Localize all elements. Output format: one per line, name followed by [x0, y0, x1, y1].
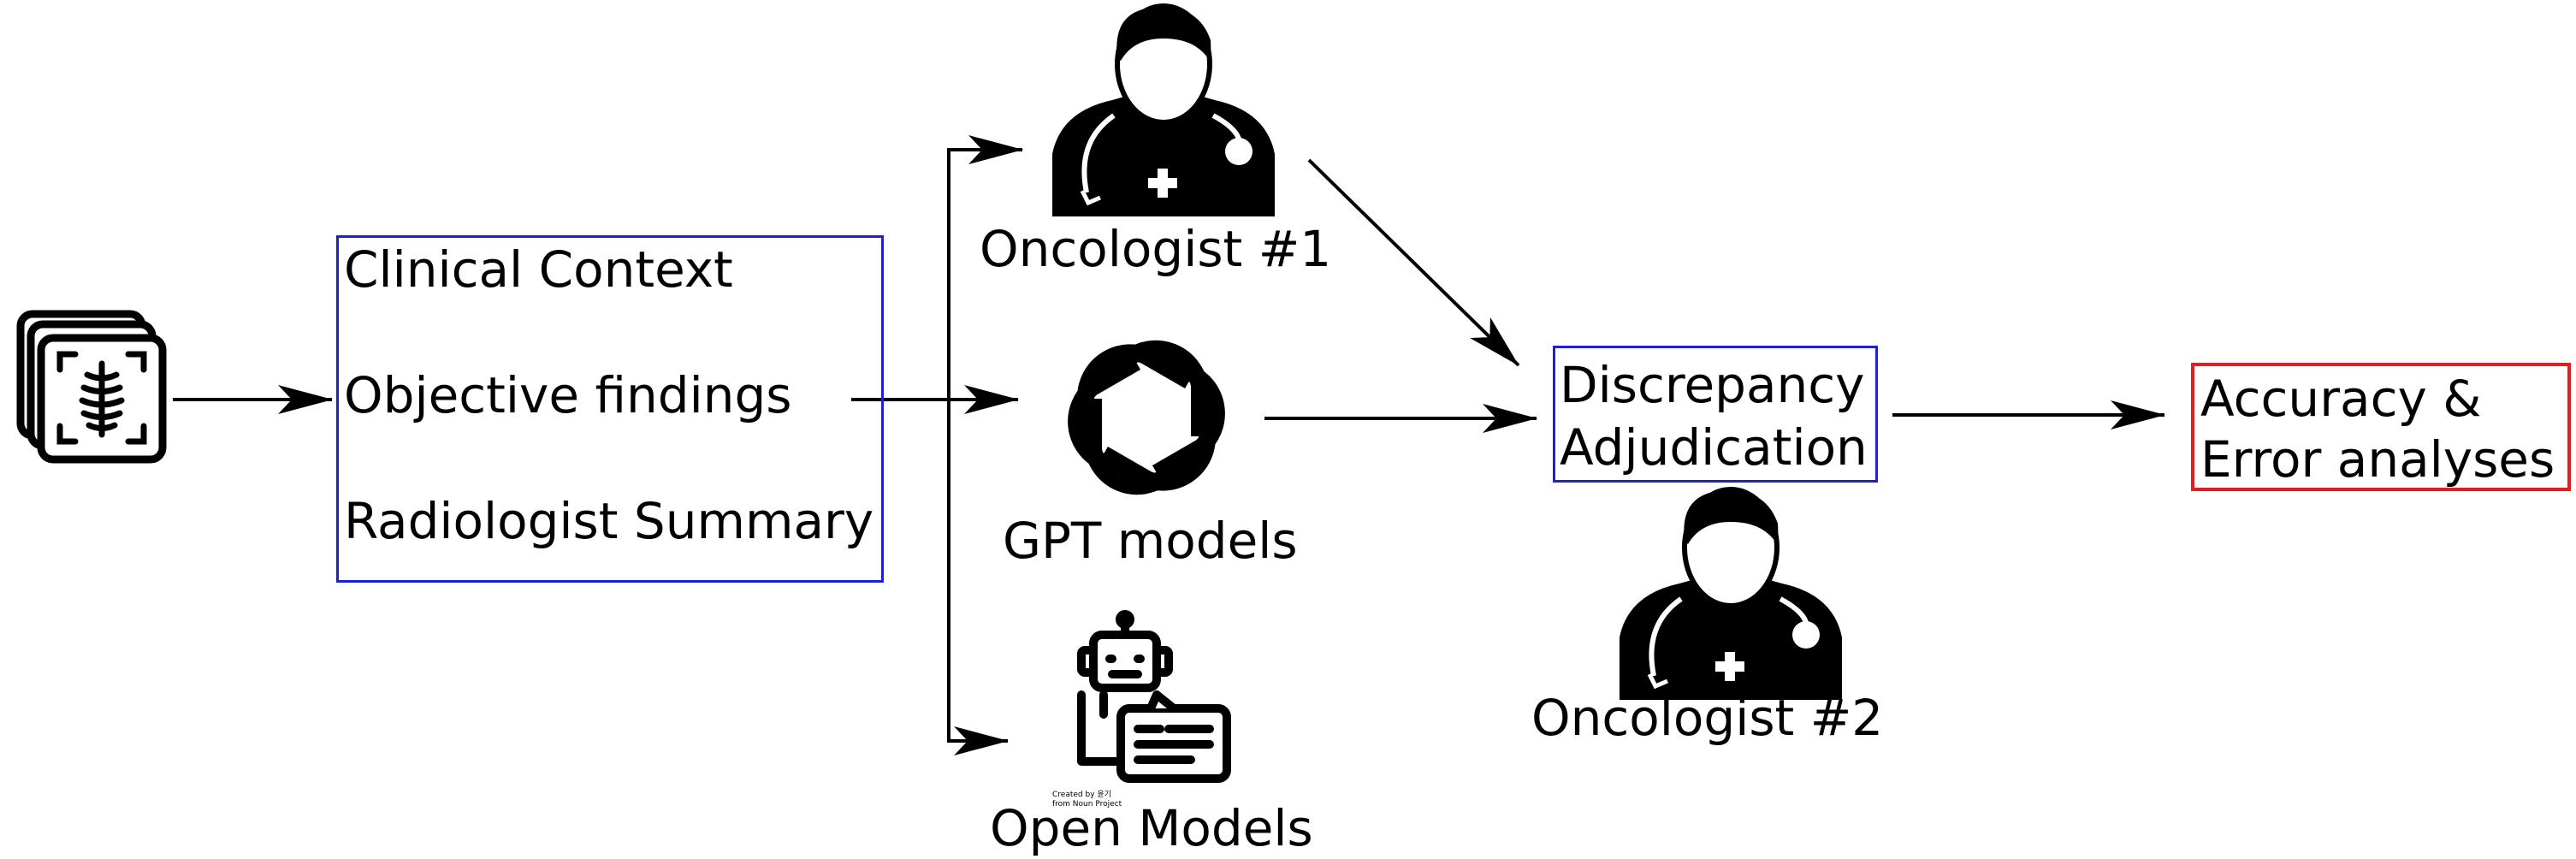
clinical-input-box	[336, 235, 884, 583]
input-line-radiologist-summary: Radiologist Summary	[344, 492, 874, 550]
input-line-objective-findings: Objective findings	[344, 366, 792, 424]
oncologist-1-label: Oncologist #1	[980, 220, 1332, 278]
output-box	[2191, 363, 2571, 491]
adjudication-line-adjudication: Adjudication	[1560, 418, 1868, 477]
gpt-models-label: GPT models	[1003, 512, 1298, 570]
adjudication-box	[1553, 346, 1878, 483]
icon-credit-line-1: Created by 윤기	[1052, 791, 1111, 799]
arrow-oncologist-1-to-adjudication	[1307, 158, 1520, 367]
output-line-error-analyses: Error analyses	[2200, 430, 2555, 489]
open-models-label: Open Models	[990, 799, 1313, 857]
oncologist-2-label: Oncologist #2	[1531, 689, 1884, 747]
input-line-clinical-context: Clinical Context	[344, 240, 733, 299]
output-line-accuracy: Accuracy &	[2200, 370, 2482, 428]
adjudication-line-discrepancy: Discrepancy	[1560, 356, 1865, 414]
icon-credit-line-2: from Noun Project	[1052, 800, 1122, 809]
